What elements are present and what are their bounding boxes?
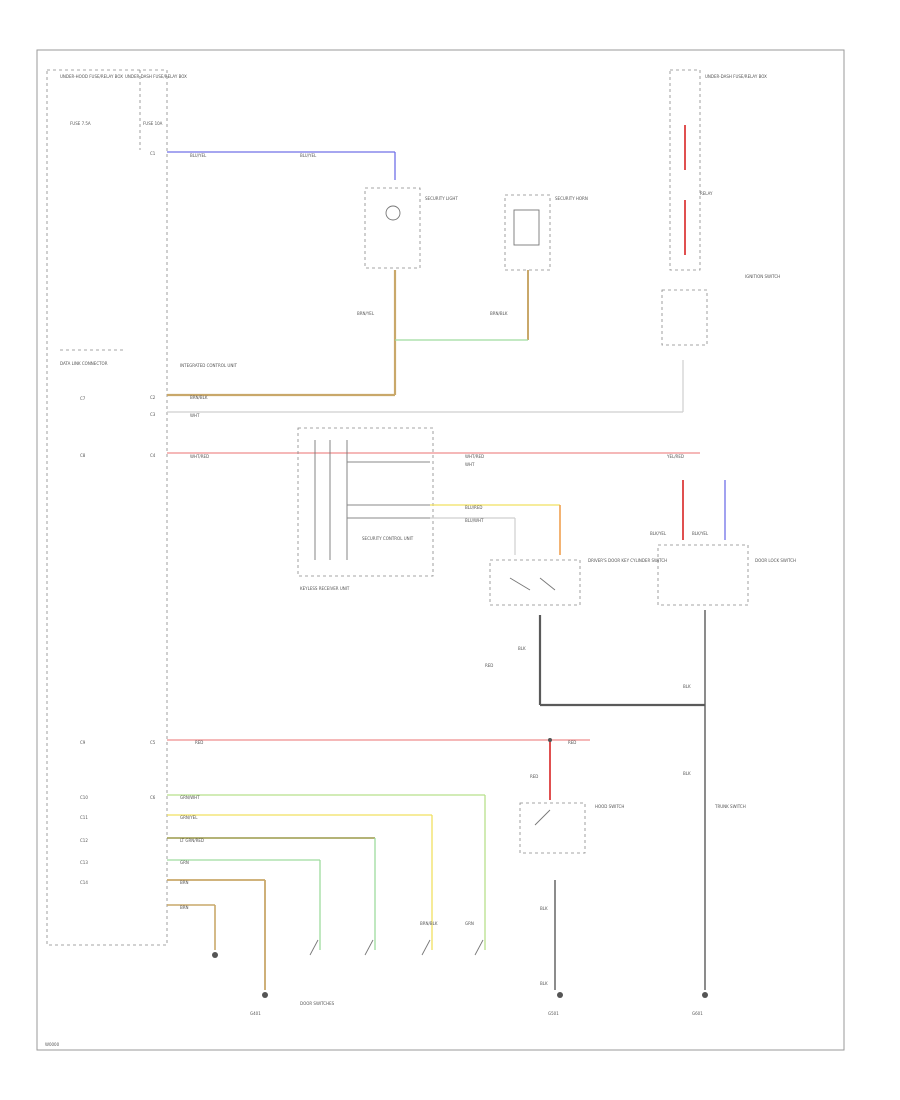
ground-icon-4 <box>702 992 708 998</box>
door-switches-label: DOOR SWITCHES <box>300 1001 335 1006</box>
wire-blu-yel-2: BLU/YEL <box>300 153 317 158</box>
connector-c5: C5 <box>150 740 156 745</box>
left-text-4: C10 <box>80 795 88 800</box>
left-text-1: C7 <box>80 396 86 401</box>
wire-brn-blk-lower: BRN/BLK <box>420 921 438 926</box>
wire-blk: BLK <box>518 646 526 651</box>
security-control-label: SECURITY CONTROL UNIT <box>362 536 414 541</box>
wire-blu-red: BLU/RED <box>465 505 482 510</box>
left-text-7: C13 <box>80 860 88 865</box>
horn-label: SECURITY HORN <box>555 196 588 201</box>
lock-switch-label: DOOR LOCK SWITCH <box>755 558 796 563</box>
connector-c4: C4 <box>150 453 156 458</box>
wire-grn-yel: GRN/YEL <box>180 815 198 820</box>
keyless-receiver-label: KEYLESS RECEIVER UNIT <box>300 586 350 591</box>
ground-left-label: G401 <box>250 1011 261 1016</box>
wire-brn: BRN <box>180 880 189 885</box>
left-text-3: C9 <box>80 740 86 745</box>
trunk-switch-label: TRUNK SWITCH <box>714 804 746 809</box>
wire-brn-yel: BRN/YEL <box>357 311 375 316</box>
wire-lt-grn-red: LT GRN/RED <box>180 838 204 843</box>
ipdm-label: INTEGRATED CONTROL UNIT <box>180 363 238 368</box>
wire-blk-4: BLK <box>540 981 548 986</box>
under-hood-box <box>46 69 168 946</box>
relay-label: RELAY <box>700 191 713 196</box>
wire-brn-blk: BRN/BLK <box>190 395 208 400</box>
left-text-5: C11 <box>80 815 88 820</box>
security-light-label: SECURITY LIGHT <box>425 196 458 201</box>
wire-brn-2: BRN <box>180 905 189 910</box>
ground-icon-3 <box>557 992 563 998</box>
security-light-box <box>364 187 421 269</box>
ignition-label: IGNITION SWITCH <box>745 274 780 279</box>
wire-wht-red: WHT/RED <box>190 454 209 459</box>
under-dash-box-right: UNDER-DASH FUSE/RELAY BOX <box>705 74 767 79</box>
lock-switch-box <box>657 544 749 606</box>
security-horn-box <box>504 194 551 271</box>
driver-door-switch-label: DRIVER'S DOOR KEY CYLINDER SWITCH <box>588 558 667 563</box>
left-text-6: C12 <box>80 838 88 843</box>
wire-brn-blk-2: BRN/BLK <box>490 311 508 316</box>
wire-wht-2: WHT <box>465 462 475 467</box>
diagram-code: W0000 <box>45 1042 60 1047</box>
wire-blk-5: BLK <box>683 771 691 776</box>
door-switches <box>309 939 484 956</box>
ground-right-label: G601 <box>692 1011 703 1016</box>
keyless-receiver-box <box>297 427 434 577</box>
wire-grn-wht: GRN/WHT <box>180 795 200 800</box>
hood-switch-box <box>519 802 586 854</box>
under-dash-box-label: UNDER-DASH FUSE/RELAY BOX <box>125 74 187 79</box>
fuse-left-label: FUSE 7.5A <box>70 121 91 126</box>
wire-red-2: RED <box>568 740 576 745</box>
lamp-icon <box>385 205 401 221</box>
fuse-right-label: FUSE 10A <box>143 121 163 126</box>
diagram-border <box>36 49 845 1051</box>
hood-switch-label: HOOD SWITCH <box>595 804 624 809</box>
ignition-switch-box <box>661 289 708 346</box>
wire-red-3: RED <box>530 774 538 779</box>
horn-icon <box>513 209 540 246</box>
wire-blk-yel-2: BLK/YEL <box>692 531 709 536</box>
wire-red: RED <box>195 740 203 745</box>
wire-blk-yel: BLK/YEL <box>650 531 667 536</box>
connector-c1: C1 <box>150 151 156 156</box>
ground-icon-1 <box>212 952 218 958</box>
under-hood-box-label: UNDER-HOOD FUSE/RELAY BOX <box>60 74 123 79</box>
wire-blk-3: BLK <box>540 906 548 911</box>
wire-wht: WHT <box>190 413 200 418</box>
data-link-label: DATA LINK CONNECTOR <box>60 361 108 366</box>
wire-wht-red-2: WHT/RED <box>465 454 484 459</box>
wire-blk-2: BLK <box>683 684 691 689</box>
wire-yel-red: YEL/RED <box>666 454 684 459</box>
wire-grn: GRN <box>180 860 189 865</box>
connector-c3: C3 <box>150 412 156 417</box>
connector-c2: C2 <box>150 395 156 400</box>
ground-mid-label: G501 <box>548 1011 559 1016</box>
right-fuse-box <box>669 69 701 271</box>
connector-c6: C6 <box>150 795 156 800</box>
wire-grn-2: GRN <box>465 921 474 926</box>
ground-icon-2 <box>262 992 268 998</box>
wire-blu-yel: BLU/YEL <box>190 153 207 158</box>
left-text-8: C14 <box>80 880 88 885</box>
wire-blu-wht: BLU/WHT <box>465 518 484 523</box>
wire-red-4: RED <box>485 663 493 668</box>
left-text-2: C8 <box>80 453 86 458</box>
driver-door-switch-box <box>489 559 581 606</box>
